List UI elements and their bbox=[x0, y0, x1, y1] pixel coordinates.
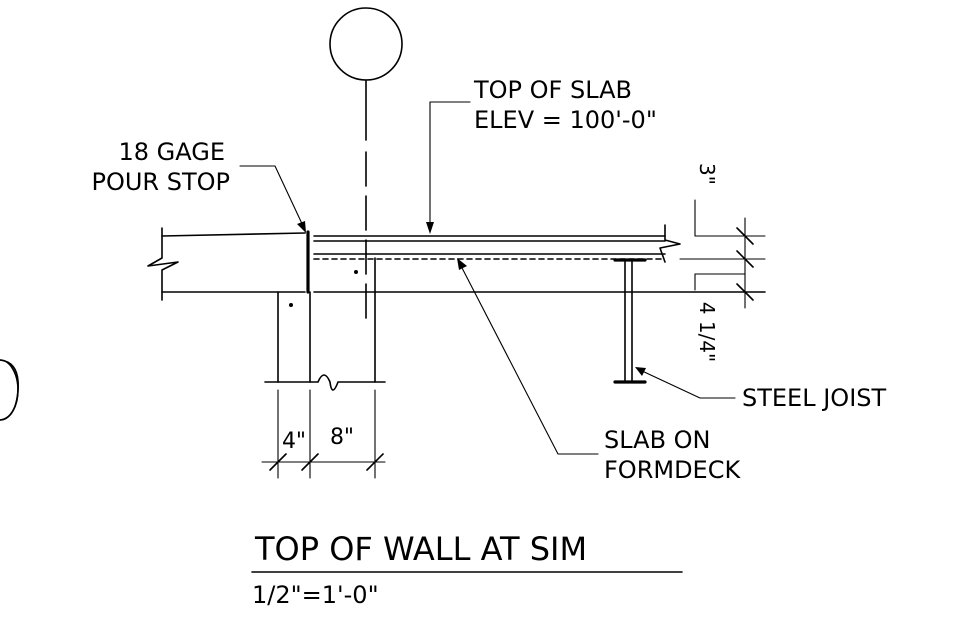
leader-slab-on-formdeck bbox=[459, 263, 599, 455]
dim-slab-thickness-label: 3" bbox=[695, 163, 719, 185]
concrete-dot bbox=[354, 270, 358, 274]
dim-wall-left-label: 4" bbox=[282, 429, 306, 454]
label-pour-stop-2: POUR STOP bbox=[92, 168, 231, 196]
dim-tick bbox=[736, 250, 754, 268]
label-slab-on-1: SLAB ON bbox=[604, 426, 711, 454]
dim-tick bbox=[366, 453, 384, 471]
dim-leader-4 bbox=[694, 273, 746, 291]
leader-top-of-slab bbox=[429, 101, 471, 229]
label-top-of-slab-2: ELEV = 100'-0" bbox=[474, 106, 657, 134]
leader-pour-stop bbox=[239, 165, 305, 229]
dim-joist-depth-label: 4 1/4" bbox=[695, 302, 719, 362]
grid-bubble bbox=[329, 7, 403, 81]
dim-wall-right-label: 8" bbox=[330, 425, 354, 450]
wall-break-line bbox=[264, 374, 386, 391]
label-pour-stop-1: 18 GAGE bbox=[118, 138, 225, 166]
label-slab-on-2: FORMDECK bbox=[604, 456, 741, 484]
arrowhead bbox=[635, 367, 646, 376]
concrete-dot bbox=[289, 303, 293, 307]
left-break-line bbox=[147, 227, 179, 301]
drawing-scale: 1/2"=1'-0" bbox=[252, 581, 379, 609]
left-slab-top bbox=[161, 232, 306, 237]
dim-tick bbox=[736, 283, 754, 301]
arrowhead bbox=[297, 221, 306, 233]
right-break-line bbox=[659, 224, 681, 263]
grid-bubble-partial-edge bbox=[0, 359, 19, 421]
dim-tick bbox=[301, 453, 319, 471]
dim-tick bbox=[269, 453, 287, 471]
label-top-of-slab-1: TOP OF SLAB bbox=[473, 76, 632, 104]
label-steel-joist: STEEL JOIST bbox=[742, 384, 887, 412]
drawing-title: TOP OF WALL AT SIM bbox=[254, 530, 587, 568]
leader-steel-joist bbox=[639, 369, 736, 399]
dim-leader-3 bbox=[694, 199, 746, 237]
arrowhead bbox=[426, 222, 434, 234]
arrowhead bbox=[457, 258, 467, 270]
